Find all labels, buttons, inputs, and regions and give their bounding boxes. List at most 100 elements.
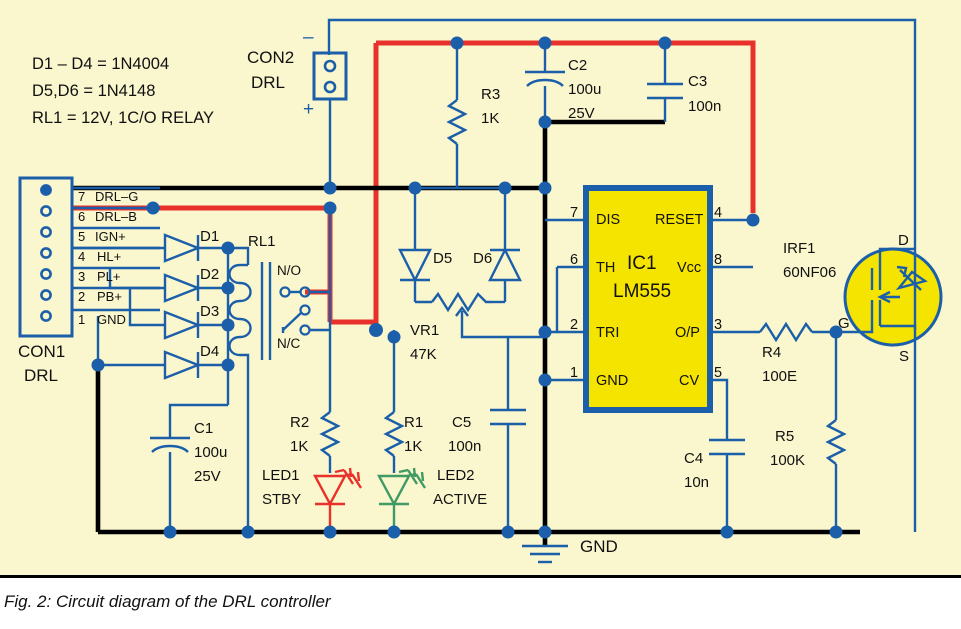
con1-name: CON1 xyxy=(18,342,66,361)
ic1-pin-vcc-num: 8 xyxy=(714,252,723,268)
ic1-pin-gnd-label: GND xyxy=(596,373,629,389)
note-line-2: D5,D6 = 1N4148 xyxy=(32,82,156,100)
schematic-vector-layer: .wb{stroke:#1b5faa;stroke-width:2.6;fill… xyxy=(18,18,943,564)
resistor-r5-value: 100K xyxy=(770,452,806,469)
con1-pin-3-label: PL+ xyxy=(97,269,121,284)
capacitor-c3-value: 100n xyxy=(688,98,722,115)
ic1-pin-reset-num: 4 xyxy=(714,205,723,221)
ic1-pin-op-num: 3 xyxy=(714,317,723,333)
resistor-r5-ref: R5 xyxy=(775,428,795,445)
resistor-r2-ref: R2 xyxy=(290,414,310,431)
capacitor-c5-value: 100n xyxy=(448,438,482,455)
note-line-1: D1 – D4 = 1N4004 xyxy=(32,55,170,73)
relay-no-label: N/O xyxy=(277,263,302,278)
diode-d4-ref: D4 xyxy=(200,343,220,360)
con1-pin-1-num: 1 xyxy=(78,312,86,327)
led1-label: STBY xyxy=(262,491,302,508)
con1-pin-2-label: PB+ xyxy=(97,289,122,304)
capacitor-c2-rating: 25V xyxy=(568,105,595,122)
diode-d6-symbol xyxy=(488,188,522,304)
con1-pin-3-num: 3 xyxy=(78,269,86,284)
ic1-part: LM555 xyxy=(613,281,672,302)
led2-ref: LED2 xyxy=(437,467,475,484)
ic1-pin-reset-label: RESET xyxy=(655,212,704,228)
wire-con1-to-diodes xyxy=(72,246,165,367)
mosfet-drain-terminal: D xyxy=(898,232,909,249)
con2-plus-sign: + xyxy=(303,99,315,120)
capacitor-c5-ref: C5 xyxy=(452,414,472,431)
figure-caption: Fig. 2: Circuit diagram of the DRL contr… xyxy=(4,592,331,611)
ic1-pin-tri-label: TRI xyxy=(596,325,620,341)
resistor-r3-symbol xyxy=(446,43,468,188)
con1-pin-4-label: HL+ xyxy=(97,249,122,264)
wire-black-upper-bus xyxy=(72,119,665,191)
resistor-r4-value: 100E xyxy=(762,368,798,385)
potentiometer-vr1-value: 47K xyxy=(410,346,437,363)
ic1-pin-gnd-num: 1 xyxy=(570,365,579,381)
ic1-ref: IC1 xyxy=(627,253,657,274)
con1-pin-7-label: DRL–G xyxy=(95,189,139,204)
led2-symbol xyxy=(376,467,427,532)
con1-pin-7-num: 7 xyxy=(78,189,86,204)
diode-d1-ref: D1 xyxy=(200,228,220,245)
relay-coil-rl1 xyxy=(228,262,272,532)
con1-pin-1-label: GND xyxy=(97,312,126,327)
resistor-r4-symbol xyxy=(759,321,836,343)
resistor-r1-ref: R1 xyxy=(404,414,424,431)
ic1-pin-op-label: O/P xyxy=(675,325,700,341)
resistor-r5-symbol xyxy=(825,332,847,532)
ic1-pin-cv-num: 5 xyxy=(714,365,723,381)
ic1-pin-tri-num: 2 xyxy=(570,317,579,333)
capacitor-c4-ref: C4 xyxy=(684,450,704,467)
led1-ref: LED1 xyxy=(262,467,300,484)
diode-d2-ref: D2 xyxy=(200,266,220,283)
wire-con2-negative-top xyxy=(327,18,917,188)
led2-label: ACTIVE xyxy=(433,491,488,508)
con1-connector-body xyxy=(18,176,74,338)
con2-minus-sign: – xyxy=(303,27,314,48)
ic1-pin-dis-label: DIS xyxy=(596,212,621,228)
diode-d5-ref: D5 xyxy=(433,250,453,267)
con1-sub: DRL xyxy=(24,366,59,385)
con1-pin-2-num: 2 xyxy=(78,289,86,304)
con1-pin-6-num: 6 xyxy=(78,209,86,224)
capacitor-c2-symbol xyxy=(525,43,565,122)
ic1-pin-th-num: 6 xyxy=(570,252,579,268)
mosfet-irf1-ref: IRF1 xyxy=(783,240,816,257)
resistor-r1-value: 1K xyxy=(404,438,423,455)
resistor-r3-value: 1K xyxy=(481,110,500,127)
relay-nc-label: N/C xyxy=(277,336,301,351)
capacitor-c3-symbol xyxy=(647,43,683,122)
relay-rl1-ref: RL1 xyxy=(248,233,276,250)
ic1-pin-dis-num: 7 xyxy=(570,205,579,221)
capacitor-c2-value: 100u xyxy=(568,81,602,98)
capacitor-c2-ref: C2 xyxy=(568,57,588,74)
con1-pin-4-num: 4 xyxy=(78,249,86,264)
junction-dots xyxy=(91,36,843,539)
capacitor-c1-value: 100u xyxy=(194,444,228,461)
mosfet-irf1-part: 60NF06 xyxy=(783,264,837,281)
mosfet-source-terminal: S xyxy=(899,348,910,365)
capacitor-c1-symbol xyxy=(150,425,190,532)
ic1-pin-cv-label: CV xyxy=(679,373,700,389)
con2-sub: DRL xyxy=(251,73,286,92)
ic1-pin-vcc-label: Vcc xyxy=(677,260,702,276)
diode-d6-ref: D6 xyxy=(473,250,493,267)
con1-pin-6-label: DRL–B xyxy=(95,209,137,224)
con1-pin-5-num: 5 xyxy=(78,229,86,244)
note-line-3: RL1 = 12V, 1C/O RELAY xyxy=(32,109,215,127)
ic1-pin-leads xyxy=(545,218,760,420)
resistor-r4-ref: R4 xyxy=(762,344,782,361)
capacitor-c4-value: 10n xyxy=(684,474,710,491)
diode-d5-symbol xyxy=(398,188,432,304)
ic1-pin-th-label: TH xyxy=(596,260,616,276)
con1-pin-5-label: IGN+ xyxy=(95,229,126,244)
con2-connector-body xyxy=(312,51,348,188)
capacitor-c1-ref: C1 xyxy=(194,420,214,437)
mosfet-gate-terminal: G xyxy=(838,315,850,332)
schematic-canvas: .wb{stroke:#1b5faa;stroke-width:2.6;fill… xyxy=(0,0,961,578)
ground-label: GND xyxy=(580,537,618,556)
led1-symbol xyxy=(312,467,363,532)
con2-name: CON2 xyxy=(247,48,295,67)
